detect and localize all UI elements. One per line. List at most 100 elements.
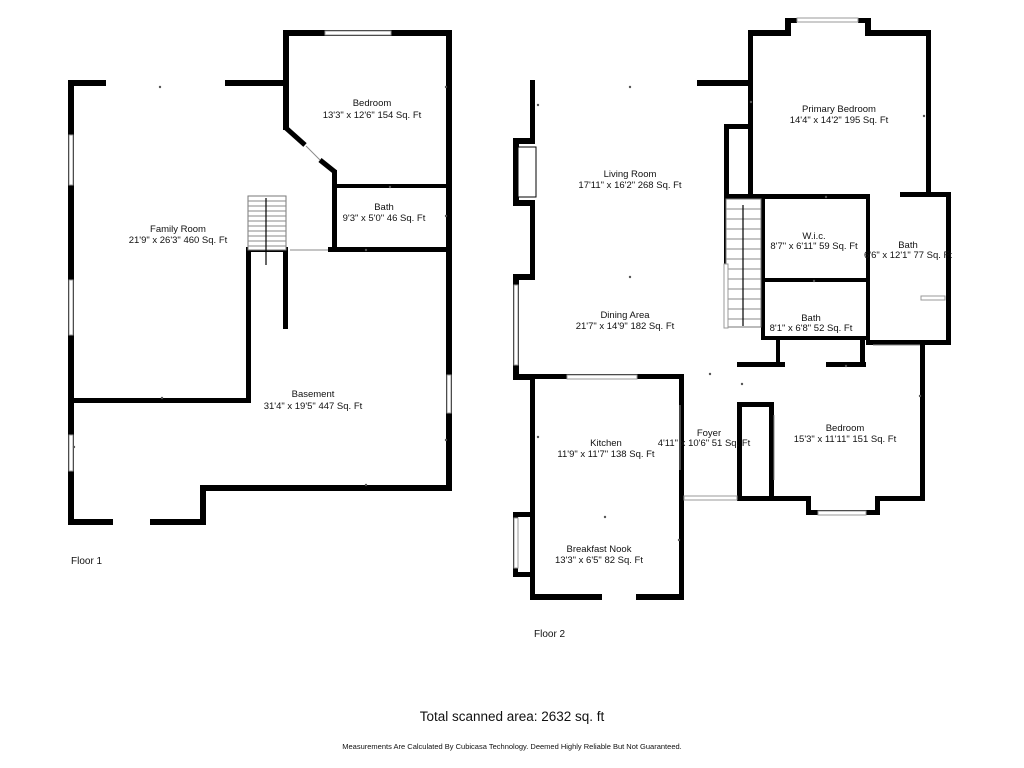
room-dimensions: 13'3" x 6'5" 82 Sq. Ft [555,555,643,566]
room-label-family-room: Family Room 21'9" x 26'3" 460 Sq. Ft [129,224,228,246]
room-dimensions: 4'11" x 10'6" 51 Sq. Ft [658,438,751,449]
room-label-bath-right: Bath 6'6" x 12'1" 77 Sq. Ft [864,240,952,261]
wall [946,192,951,344]
wall [785,18,791,36]
room-label-bath: Bath 9'3" x 5'0" 46 Sq. Ft [343,202,426,224]
wall [826,362,866,367]
wall [769,402,774,498]
room-dimensions: 15'3" x 11'11" 151 Sq. Ft [794,434,897,445]
wall [283,247,288,329]
room-name: W.i.c. [802,231,825,242]
room-dimensions: 13'3" x 12'6" 154 Sq. Ft [323,110,422,121]
wall [284,126,307,147]
room-name: Living Room [604,169,657,180]
wall [513,200,535,206]
room-label-bedroom: Bedroom 15'3" x 11'11" 151 Sq. Ft [794,423,897,445]
wall [200,485,206,525]
room-dimensions: 11'9" x 11'7" 138 Sq. Ft [557,449,655,460]
room-label-bath-middle: Bath 8'1" x 6'8" 52 Sq. Ft [770,313,853,334]
window [566,374,638,380]
wall [761,336,870,340]
wall [858,18,870,23]
floor-label: Floor 1 [71,556,103,567]
window [920,295,946,301]
wall [865,18,871,36]
wall [636,594,684,600]
wall [806,496,811,514]
room-name: Bedroom [353,98,392,109]
wall [865,30,931,36]
room-name: Breakfast Nook [567,544,632,555]
floor-2-plan [513,17,951,600]
wall [866,340,951,345]
wall [513,138,535,144]
wall [785,18,797,23]
wall [530,594,602,600]
room-label-kitchen: Kitchen 11'9" x 11'7" 138 Sq. Ft [557,438,655,460]
wall [875,496,925,501]
room-dimensions: 8'7" x 6'11" 59 Sq. Ft [770,241,858,252]
floor-label: Floor 2 [534,629,566,640]
room-name: Family Room [150,224,206,235]
wall [530,200,535,280]
room-dimensions: 8'1" x 6'8" 52 Sq. Ft [770,323,853,334]
wall [761,194,765,340]
wall [513,374,535,380]
wall [200,485,452,491]
wall [446,30,452,491]
measurement-disclaimer: Measurements Are Calculated By Cubicasa … [342,742,682,751]
wall [737,496,809,501]
wall [513,274,535,280]
window [324,30,392,36]
room-label-bedroom: Bedroom 13'3" x 12'6" 154 Sq. Ft [323,98,422,121]
wall [776,336,780,364]
wall [246,247,251,403]
wall [748,30,753,200]
wall [737,402,773,407]
room-name: Basement [292,389,335,400]
room-name: Primary Bedroom [802,104,876,115]
wall [860,336,865,364]
room-dimensions: 21'9" x 26'3" 460 Sq. Ft [129,235,228,246]
room-name: Kitchen [590,438,622,449]
wall [737,362,785,367]
wall [513,512,535,517]
wall [724,194,870,199]
window [68,434,74,472]
room-name: Bath [801,313,821,324]
wall [68,80,106,86]
room-name: Dining Area [600,310,650,321]
room-label-foyer: Foyer 4'11" x 10'6" 51 Sq. Ft [658,428,751,449]
room-label-living-room: Living Room 17'11" x 16'2" 268 Sq. Ft [578,169,682,191]
room-label-wic: W.i.c. 8'7" x 6'11" 59 Sq. Ft [770,231,858,252]
stairs [723,198,762,329]
wall [866,194,870,344]
wall [697,80,753,86]
wall [875,496,880,514]
wall [74,398,251,403]
room-name: Bedroom [826,423,865,434]
room-dimensions: 9'3" x 5'0" 46 Sq. Ft [343,213,426,224]
wall [513,572,535,577]
wall [332,184,450,188]
wall [530,80,535,140]
wall [724,124,753,129]
wall [920,340,925,500]
wall [761,278,870,282]
room-dimensions: 14'4" x 14'2" 195 Sq. Ft [790,115,889,126]
wall [332,170,337,250]
wall [748,30,790,36]
fireplace [517,146,537,198]
room-dimensions: 21'7" x 14'9" 182 Sq. Ft [576,321,675,332]
floor-1-plan [68,30,452,525]
wall [283,30,289,130]
room-label-dining-area: Dining Area 21'7" x 14'9" 182 Sq. Ft [576,310,675,332]
room-label-primary-bedroom: Primary Bedroom 14'4" x 14'2" 195 Sq. Ft [790,104,889,126]
window [68,279,74,336]
window [513,517,519,569]
room-name: Foyer [697,428,721,439]
room-dimensions: 6'6" x 12'1" 77 Sq. Ft [864,250,952,261]
window [513,284,519,366]
floor-1-labels: Family Room 21'9" x 26'3" 460 Sq. Ft Bed… [71,98,426,567]
